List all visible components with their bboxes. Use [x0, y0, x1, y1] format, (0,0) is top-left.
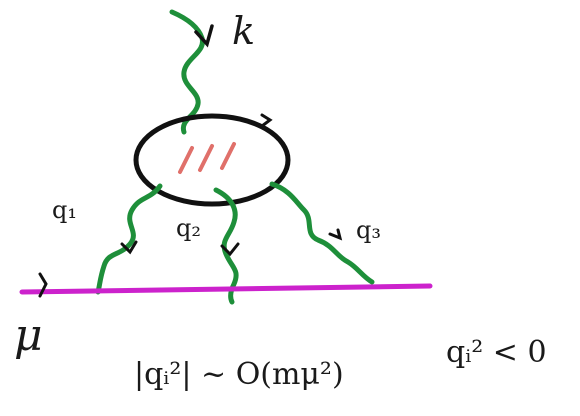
muon-line: [19, 283, 433, 295]
muon-line-arrow: [38, 272, 48, 298]
arrowhead-k: [194, 24, 214, 48]
photon-line-q3: [269, 181, 375, 285]
hadronic-blob: [133, 113, 291, 207]
photon-line-k: [169, 9, 205, 135]
label-q2: q₂: [176, 214, 201, 242]
photon-arrows: [120, 228, 343, 257]
photon-line-q1: [95, 183, 163, 295]
label-spacelike: qᵢ² < 0: [446, 335, 547, 370]
label-q1: q₁: [52, 196, 77, 224]
label-q3: q₃: [356, 216, 381, 244]
photon-line-q2: [213, 187, 239, 305]
label-muon: μ: [14, 310, 43, 361]
label-virtuality: |qᵢ²| ~ O(mμ²): [134, 357, 344, 392]
blob-hatching: [178, 142, 236, 174]
label-k: k: [232, 9, 255, 53]
loop-arrow: [260, 113, 273, 128]
